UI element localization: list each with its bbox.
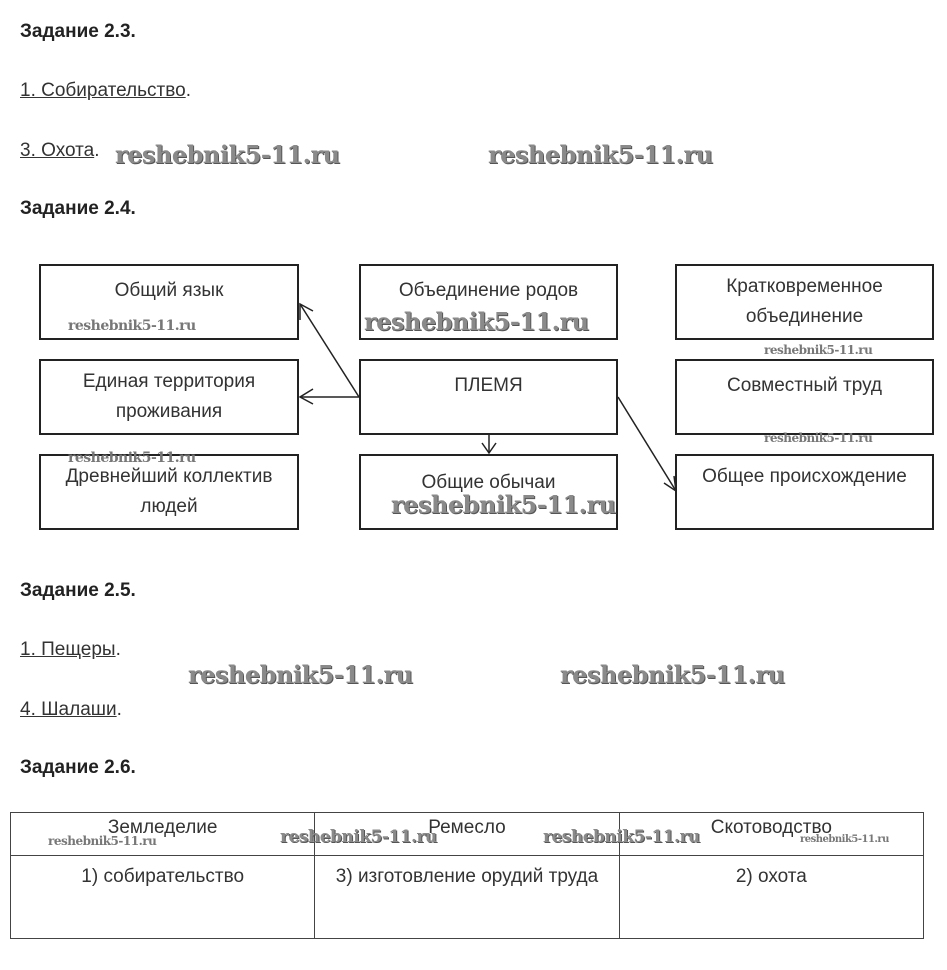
answer-text: 1. Пещеры (20, 639, 116, 660)
box-common-language: Общий язык (39, 264, 299, 340)
watermark: reshebnik5-11.ru (68, 318, 196, 334)
answer-text: 4. Шалаши (20, 699, 117, 720)
box-union-of-clans: Объединение родов (359, 264, 618, 340)
box-common-customs: Общие обычаи (359, 454, 618, 530)
box-short-term-union: Кратковременное объединение (675, 264, 934, 340)
task-2-5-answer-1: 1. Пещеры. (20, 639, 121, 661)
task-2-3-answer-1: 1. Собирательство. (20, 80, 191, 102)
arrowhead-icon (299, 302, 314, 320)
task-2-4-heading: Задание 2.4. (20, 198, 136, 219)
watermark: reshebnik5-11.ru (188, 660, 413, 689)
watermark: reshebnik5-11.ru (280, 827, 437, 847)
table-cell: 1) собирательство (9, 855, 316, 939)
watermark: reshebnik5-11.ru (391, 490, 616, 519)
table-header: Скотоводство (618, 812, 925, 856)
arrowhead-icon (481, 442, 497, 455)
watermark: reshebnik5-11.ru (68, 450, 196, 466)
task-2-6-heading: Задание 2.6. (20, 757, 136, 778)
watermark: reshebnik5-11.ru (560, 660, 785, 689)
table-header: Земледелие (9, 812, 316, 856)
task-2-5-answer-2: 4. Шалаши. (20, 699, 122, 721)
table-cell: 3) изготовление орудий труда (314, 855, 620, 939)
arrow-to-common-origin (617, 396, 677, 492)
table-row: 1) собирательство 3) изготовление орудий… (9, 855, 925, 939)
watermark: reshebnik5-11.ru (48, 834, 157, 848)
arrowhead-icon (298, 388, 314, 405)
arrow-to-common-language (299, 303, 360, 398)
box-single-territory: Единая территория проживания (39, 359, 299, 435)
watermark: reshebnik5-11.ru (764, 431, 873, 445)
watermark: reshebnik5-11.ru (488, 140, 713, 169)
answer-table: Земледелие Ремесло Скотоводство 1) собир… (9, 812, 925, 939)
answer-text: 3. Охота (20, 140, 95, 161)
watermark: reshebnik5-11.ru (764, 343, 873, 357)
watermark: reshebnik5-11.ru (543, 827, 700, 847)
table-header-row: Земледелие Ремесло Скотоводство (9, 812, 925, 856)
box-tribe: ПЛЕМЯ (359, 359, 618, 435)
answer-suffix: . (185, 80, 191, 101)
watermark: reshebnik5-11.ru (115, 140, 340, 169)
answer-text: 1. Собирательство (20, 80, 186, 101)
box-joint-labor: Совместный труд (675, 359, 934, 435)
task-2-5-heading: Задание 2.5. (20, 580, 136, 601)
answer-suffix: . (94, 140, 100, 161)
box-common-origin: Общее происхождение (675, 454, 934, 530)
table-header: Ремесло (314, 812, 620, 856)
answer-suffix: . (116, 699, 122, 720)
task-2-3-heading: Задание 2.3. (20, 21, 136, 42)
watermark: reshebnik5-11.ru (800, 834, 889, 845)
watermark: reshebnik5-11.ru (364, 307, 589, 336)
table-cell: 2) охота (618, 855, 925, 939)
task-2-3-answer-2: 3. Охота. (20, 140, 99, 162)
box-ancient-collective: Древнейший коллектив людей (39, 454, 299, 530)
answer-suffix: . (115, 639, 121, 660)
